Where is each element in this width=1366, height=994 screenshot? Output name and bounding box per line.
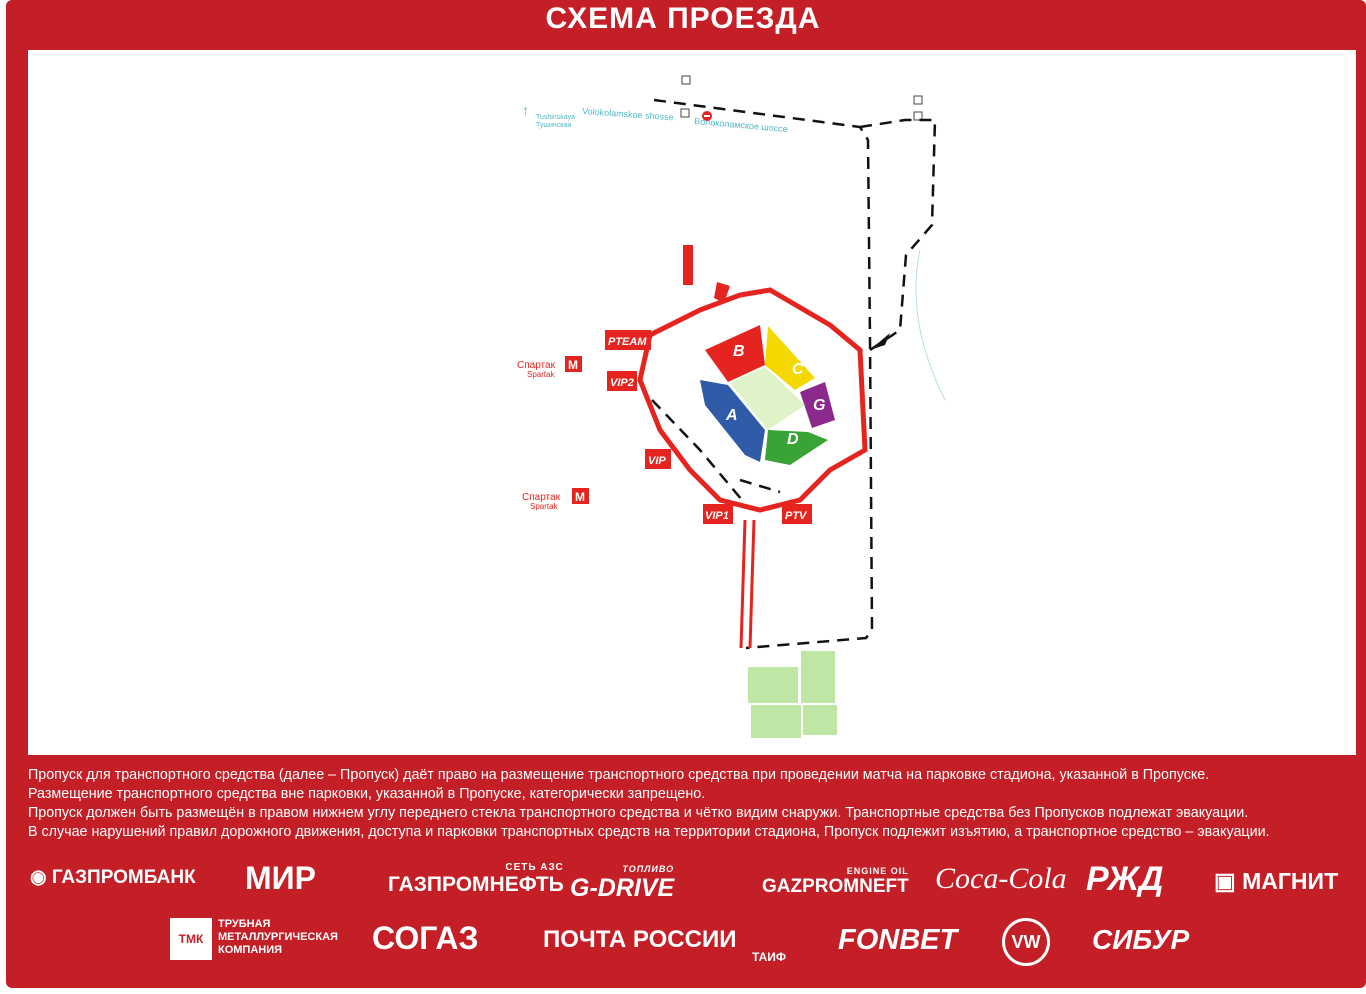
zone-ptv: PTV xyxy=(785,510,808,522)
rules-text: Пропуск для транспортного средства (дале… xyxy=(28,766,1358,842)
road-label-en: Volokolamskoe shosse xyxy=(582,106,674,122)
metro-spartak-2: Спартак Spartak М xyxy=(522,488,589,511)
station-top-en: Tushinskaya xyxy=(536,114,575,121)
parking-lots xyxy=(748,651,837,738)
sector-d xyxy=(765,430,828,465)
zone-vip: VIP xyxy=(648,455,666,467)
logo-mir: МИР xyxy=(245,860,316,896)
river-line xyxy=(915,249,946,401)
logo-pochta: ПОЧТА РОССИИ xyxy=(543,926,737,953)
pitch xyxy=(730,367,805,430)
svg-text:М: М xyxy=(568,358,578,372)
zone-vip1: VIP1 xyxy=(705,510,729,522)
access-road xyxy=(739,519,756,649)
car-route xyxy=(651,98,937,650)
rule-1: Пропуск для транспортного средства (дале… xyxy=(28,767,1210,783)
metro-icon xyxy=(565,356,582,372)
sector-g-label: G xyxy=(813,397,825,414)
metro-2-en: Spartak xyxy=(530,502,559,511)
bus-stop-icon xyxy=(913,95,923,105)
logo-coca-cola: Coca-Cola xyxy=(935,862,1067,895)
bus-stop-icon xyxy=(681,75,691,85)
sector-a xyxy=(700,380,765,462)
zone-vip-bg xyxy=(645,449,671,469)
sector-a-label: A xyxy=(725,407,738,424)
rule-3: Пропуск должен быть размещён в правом ни… xyxy=(28,805,1249,821)
logo-rzd: РЖД xyxy=(1086,860,1164,898)
pedestrian-icon xyxy=(913,111,923,121)
map-svg: ↑ Tushinskaya Тушинская Volokolamskoe sh… xyxy=(517,75,946,738)
stadium-outline xyxy=(637,287,868,513)
pedestrian-icon xyxy=(680,108,690,118)
zone-pteam: PTEAM xyxy=(608,336,647,348)
zone-vip2-bg xyxy=(607,371,637,391)
sector-b xyxy=(705,325,765,382)
station-top-ru: Тушинская xyxy=(536,122,571,129)
tushino-arrow-icon: ↑ xyxy=(522,102,529,118)
logo-gazprombank: ◉ ГАЗПРОМБАНК xyxy=(30,867,196,888)
monument-icon xyxy=(683,245,693,285)
logo-sogaz: СОГАЗ xyxy=(372,920,479,956)
logo-magnit: ▣ МАГНИТ xyxy=(1214,868,1339,894)
metro-2-ru: Спартак xyxy=(522,492,561,503)
metro-icon xyxy=(572,488,589,504)
logo-vw: VW xyxy=(1002,918,1050,966)
sector-b-label: B xyxy=(733,343,745,360)
svg-text:М: М xyxy=(575,490,585,504)
route-map: ↑ Tushinskaya Тушинская Volokolamskoe sh… xyxy=(28,50,1356,755)
metro-1-ru: Спартак xyxy=(517,360,556,371)
logo-fonbet: FONBET xyxy=(838,924,958,956)
zone-vip2: VIP2 xyxy=(610,377,634,389)
logo-tmk: ТМК ТРУБНАЯ МЕТАЛЛУРГИЧЕСКАЯ КОМПАНИЯ xyxy=(170,918,340,960)
rule-4: В случае нарушений правил дорожного движ… xyxy=(28,824,1270,840)
sector-g xyxy=(800,382,835,428)
sector-c-label: C xyxy=(792,361,804,378)
rule-2: Размещение транспортного средства вне па… xyxy=(28,786,706,802)
zone-ptv-bg xyxy=(782,504,812,524)
page-title: СХЕМА ПРОЕЗДА xyxy=(545,2,821,35)
sector-d-label: D xyxy=(787,431,799,448)
sector-c xyxy=(765,326,815,390)
zone-pteam-bg xyxy=(605,330,651,350)
gate-marker xyxy=(714,282,730,303)
metro-1-en: Spartak xyxy=(527,370,556,379)
arrow-icon xyxy=(870,333,890,350)
zone-vip1-bg xyxy=(703,504,733,524)
metro-spartak-1: Спартак Spartak М xyxy=(517,356,582,379)
logo-taif: ТАИФ xyxy=(752,950,787,964)
logo-sibur: СИБУР xyxy=(1092,924,1190,955)
